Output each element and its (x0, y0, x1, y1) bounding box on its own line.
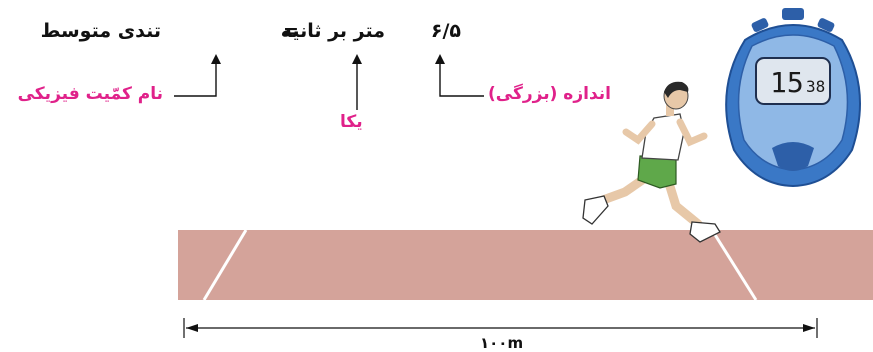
quantity-name-arrow (174, 54, 221, 97)
quantity-name: تندی متوسط (40, 20, 161, 42)
magnitude-label: اندازه (بزرگی) (488, 84, 611, 104)
magnitude-value: ۶/۵ (430, 20, 461, 42)
magnitude-arrow (435, 54, 484, 97)
unit-text: متر بر ثانیه (280, 20, 385, 42)
equals-sign: = (283, 20, 299, 42)
running-track (178, 229, 873, 301)
unit-label: یکا (340, 112, 363, 132)
stopwatch-display-small: 38 (806, 77, 825, 96)
stopwatch: 15 38 (725, 8, 861, 188)
runner-figure (582, 81, 721, 243)
distance-dimension (183, 318, 818, 338)
quantity-name-label: نام کمّیت فیزیکی (17, 84, 163, 104)
stopwatch-display-main: 15 (770, 66, 804, 99)
distance-label: ۱۰۰m (480, 334, 524, 352)
unit-arrow (352, 54, 362, 110)
